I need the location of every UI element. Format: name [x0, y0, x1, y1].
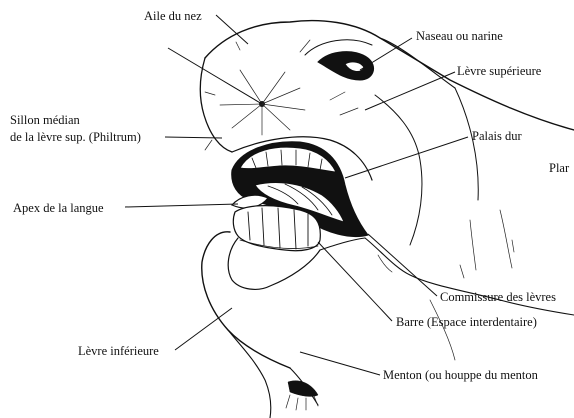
label-plan: Plar [549, 161, 570, 175]
label-levre-inferieure: Lèvre inférieure [78, 344, 159, 358]
label-palais-dur: Palais dur [472, 129, 522, 143]
label-sillon-line2: de la lèvre sup. (Philtrum) [10, 130, 141, 144]
muzzle-illustration [200, 21, 574, 418]
label-levre-superieure: Lèvre supérieure [457, 64, 542, 78]
label-commissure: Commissure des lèvres [440, 290, 556, 304]
label-barre: Barre (Espace interdentaire) [396, 315, 537, 329]
label-naseau: Naseau ou narine [416, 29, 503, 43]
label-menton: Menton (ou houppe du menton [383, 368, 539, 382]
label-apex-langue: Apex de la langue [13, 201, 104, 215]
label-sillon-line1: Sillon médian [10, 113, 81, 127]
label-aile-du-nez: Aile du nez [144, 9, 202, 23]
